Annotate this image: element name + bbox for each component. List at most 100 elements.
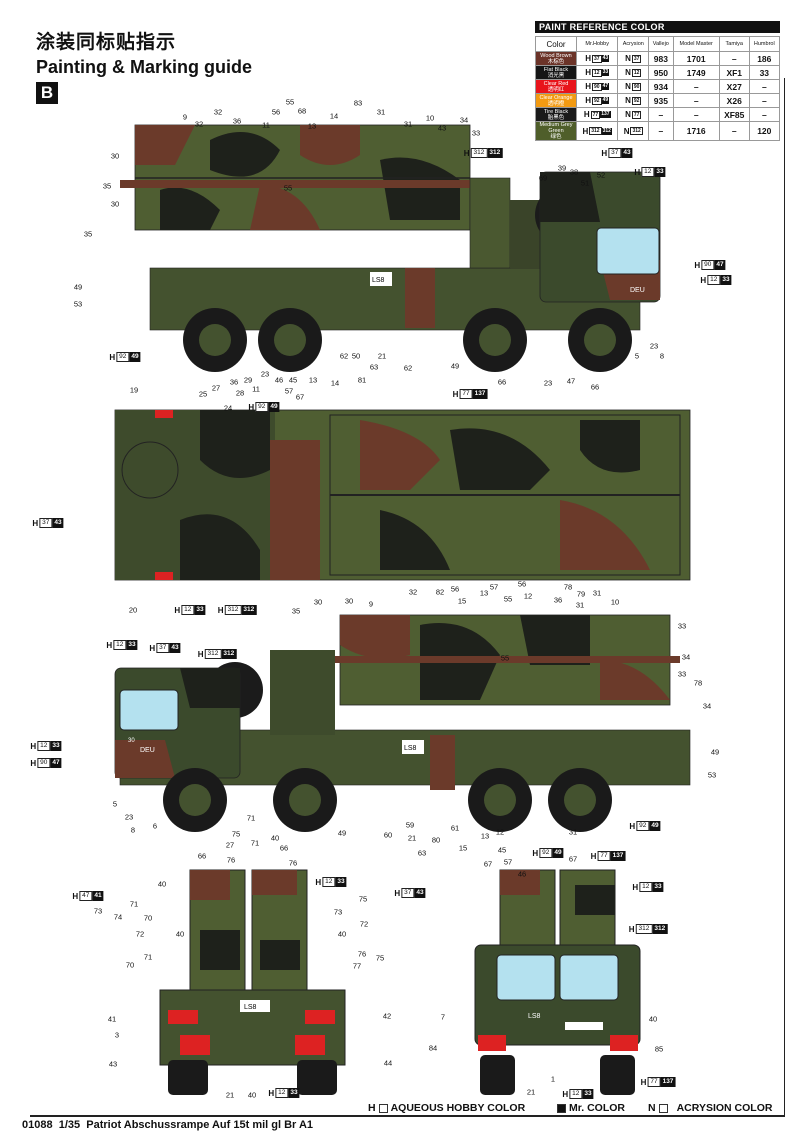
part-number-callout: 73 (333, 907, 343, 917)
model-master-code: 1716 (672, 121, 720, 141)
part-number-callout: 36 (553, 595, 563, 605)
part-number-callout: 79 (576, 589, 586, 599)
part-number-callout: 39 (557, 163, 567, 173)
column-header: Humbrol (748, 36, 781, 52)
part-number-callout: 14 (330, 378, 340, 388)
frame-bottom-line (30, 1115, 785, 1117)
legend-n-box-icon (658, 1103, 668, 1113)
legend-mr-color-label: Mr. COLOR (569, 1102, 626, 1114)
part-number-callout: 23 (124, 812, 134, 822)
part-number-callout: 10 (425, 113, 435, 123)
legend-aqueous-label: AQUEOUS HOBBY COLOR (390, 1102, 526, 1114)
part-number-callout: 13 (480, 831, 490, 841)
color-name-cn: 透明橙 (547, 100, 565, 107)
part-number-callout: 75 (358, 894, 368, 904)
part-number-callout: 9 (368, 599, 374, 609)
part-number-callout: 40 (157, 879, 167, 889)
part-number-callout: 66 (590, 382, 600, 392)
part-number-callout: 74 (113, 912, 123, 922)
color-name: Wood Brown (540, 52, 572, 59)
vehicle-right-side-view: DEU LS8 (120, 124, 661, 372)
part-number-callout: 27 (225, 840, 235, 850)
part-number-callout: 13 (479, 588, 489, 598)
part-number-callout: 21 (225, 1090, 235, 1100)
part-number-callout: 44 (383, 1058, 393, 1068)
part-number-callout: 31 (575, 600, 585, 610)
part-number-callout: 8 (659, 351, 665, 361)
part-number-callout: 9 (182, 112, 188, 122)
part-number-callout: 49 (337, 828, 347, 838)
part-number-callout: 40 (175, 929, 185, 939)
part-number-callout: 75 (231, 829, 241, 839)
color-name-cn: 透明红 (547, 86, 565, 93)
plate-marking: LS8 (372, 277, 385, 284)
legend-mr-color: Mr. COLOR (557, 1102, 625, 1114)
paint-table-title: PAINT REFERENCE COLOR (535, 21, 780, 33)
part-number-callout: 33 (677, 669, 687, 679)
part-number-callout: 8 (130, 825, 136, 835)
part-number-callout: 30 (110, 151, 120, 161)
part-number-callout: 40 (337, 929, 347, 939)
humbrol-code: 120 (748, 121, 781, 141)
part-number-callout: 63 (417, 848, 427, 858)
part-number-callout: 63 (369, 362, 379, 372)
part-number-callout: 45 (497, 845, 507, 855)
part-number-callout: 49 (73, 282, 83, 292)
vehicle-front-view: LS8 (474, 869, 641, 1095)
part-number-callout: 46 (274, 375, 284, 385)
part-number-callout: 49 (710, 747, 720, 757)
part-number-callout: 75 (375, 953, 385, 963)
part-number-callout: 67 (295, 392, 305, 402)
legend-acrysion: N ACRYSION COLOR (648, 1102, 772, 1114)
product-code: 01088 (22, 1119, 53, 1131)
legend-h-box-icon (378, 1103, 388, 1113)
part-number-callout: 83 (353, 98, 363, 108)
part-number-callout: 70 (125, 960, 135, 970)
part-number-callout: 38 (569, 167, 579, 177)
part-number-callout: 11 (252, 384, 260, 394)
country-marking: DEU (630, 287, 645, 294)
part-number-callout: 33 (677, 621, 687, 631)
part-number-callout: 67 (483, 859, 493, 869)
part-number-callout: 52 (596, 170, 606, 180)
part-number-callout: 72 (359, 919, 369, 929)
part-number-callout: 7 (440, 1012, 446, 1022)
color-name: Clear Orange (539, 94, 573, 101)
part-number-callout: 78 (693, 678, 703, 688)
part-number-callout: 32 (408, 587, 418, 597)
color-name-cn: 绿色 (550, 134, 562, 140)
part-number-callout: 76 (226, 855, 236, 865)
part-number-callout: 32 (213, 107, 223, 117)
part-number-callout: 53 (707, 770, 717, 780)
color-name: Flat Black (543, 66, 569, 73)
color-name-cn: 消光黑 (547, 72, 565, 79)
part-number-callout: 55 (500, 653, 510, 663)
part-number-callout: 73 (93, 906, 103, 916)
part-number-callout: 23 (543, 378, 553, 388)
part-number-callout: 23 (649, 341, 659, 351)
part-number-callout: 24 (223, 403, 233, 413)
part-number-callout: 57 (489, 582, 499, 592)
part-number-callout: 31 (376, 107, 386, 117)
